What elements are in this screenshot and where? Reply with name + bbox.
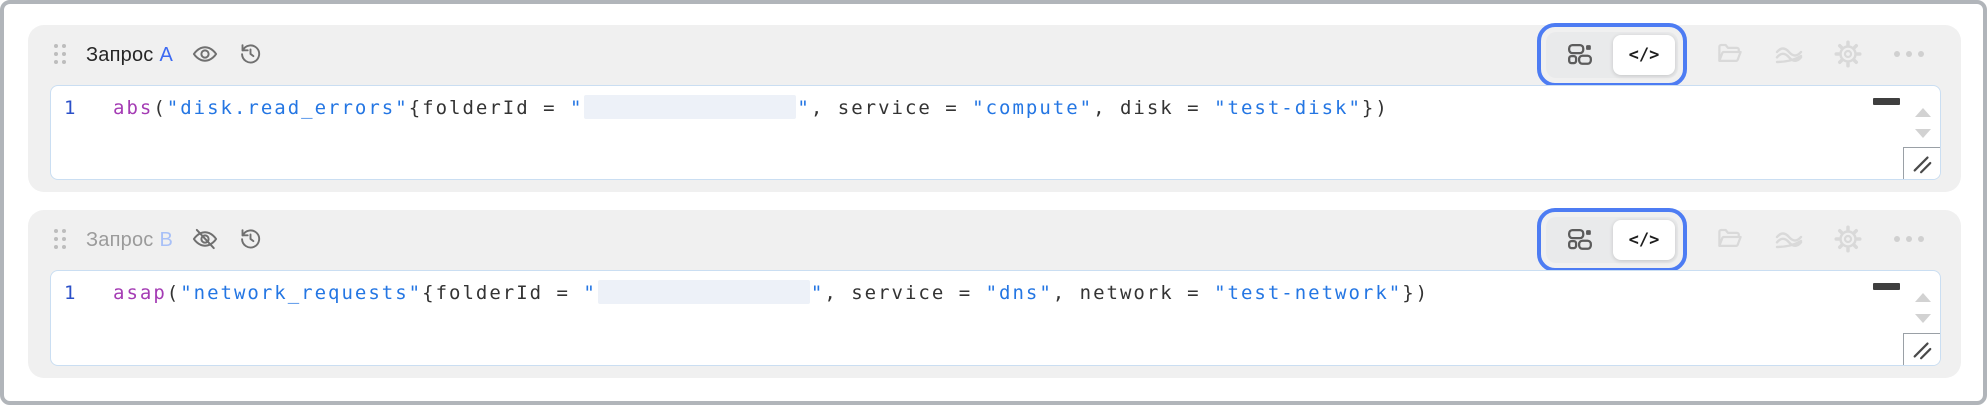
code-icon: </> [1628,45,1660,65]
query-history-button[interactable] [237,40,264,70]
overview-ruler-mark [1873,283,1900,290]
chart-waves-button[interactable] [1773,38,1805,73]
folder-icon [1715,39,1745,72]
folder-icon [1715,224,1745,257]
code-token: " [810,282,825,304]
scroll-down-arrow[interactable] [1915,314,1931,323]
code-token: "test-network" [1214,282,1403,304]
settings-button[interactable] [1833,39,1863,72]
query-code-editor[interactable]: 1 abs("disk.read_errors"{folderId = "", … [50,85,1941,180]
code-view-button[interactable]: </> [1613,220,1675,260]
scroll-up-arrow[interactable] [1915,293,1931,302]
code-token: {folderId = [408,97,570,119]
more-actions-button[interactable] [1891,233,1927,248]
visibility-toggle-button[interactable] [191,225,219,256]
code-token: " [797,97,811,119]
code-token: asap [113,282,167,304]
scroll-up-arrow[interactable] [1915,108,1931,117]
overview-ruler-mark [1873,98,1900,105]
load-query-button[interactable] [1715,224,1745,257]
gear-icon [1833,39,1863,72]
code-token: "dns" [985,282,1053,304]
chart-waves-icon [1773,38,1805,73]
gear-icon [1833,224,1863,257]
code-token: " [583,282,597,304]
resize-handle-icon[interactable] [1903,147,1940,179]
eye-icon [191,40,219,71]
code-line: asap("network_requests"{folderId = "", s… [113,279,1430,306]
builder-view-button[interactable] [1549,35,1611,75]
redacted-value [597,279,810,304]
annotation-ring: </> [1537,208,1687,272]
code-token: {folderId = [422,282,584,304]
annotation-ring: </> [1537,23,1687,87]
builder-grid-icon [1567,41,1593,70]
query-letter: A [159,43,174,66]
query-code-editor[interactable]: 1 asap("network_requests"{folderId = " ",… [50,270,1941,366]
code-line: abs("disk.read_errors"{folderId = "", se… [113,94,1389,121]
code-token: "disk.read_errors" [166,97,409,119]
code-token: ( [166,282,181,304]
query-history-button[interactable] [237,225,264,255]
code-token: , service = [824,282,986,304]
settings-button[interactable] [1833,224,1863,257]
chart-waves-icon [1773,223,1805,258]
scroll-down-arrow[interactable] [1915,129,1931,138]
code-token: "network_requests" [180,282,423,304]
code-token: , service = [810,97,973,119]
redacted-value [584,94,797,119]
code-token: }) [1361,97,1389,119]
view-toggle: </> [1546,32,1678,78]
code-token: abs [113,97,154,119]
code-token: , disk = [1093,97,1215,119]
ellipsis-icon [1891,48,1927,63]
code-token: "compute" [972,97,1094,119]
code-view-button[interactable]: </> [1613,35,1675,75]
drag-handle-icon[interactable] [54,229,68,251]
visibility-toggle-button[interactable] [191,40,219,71]
query-letter: B [159,228,174,251]
line-number: 1 [64,282,78,304]
more-actions-button[interactable] [1891,48,1927,63]
code-token: " [569,97,584,119]
code-token: }) [1402,282,1430,304]
history-icon [237,225,264,255]
chart-waves-button[interactable] [1773,223,1805,258]
view-toggle: </> [1546,217,1678,263]
code-icon: </> [1628,230,1660,250]
eye-off-icon [191,225,219,256]
editor-scrollbar [1915,293,1931,323]
drag-handle-icon[interactable] [54,44,68,66]
code-token: "test-disk" [1214,97,1362,119]
history-icon [237,40,264,70]
builder-view-button[interactable] [1549,220,1611,260]
load-query-button[interactable] [1715,39,1745,72]
ellipsis-icon [1891,233,1927,248]
code-token: ( [153,97,167,119]
line-number: 1 [64,97,78,119]
resize-handle-icon[interactable] [1903,333,1940,365]
code-token: , network = [1052,282,1215,304]
builder-grid-icon [1567,226,1593,255]
editor-scrollbar [1915,108,1931,138]
